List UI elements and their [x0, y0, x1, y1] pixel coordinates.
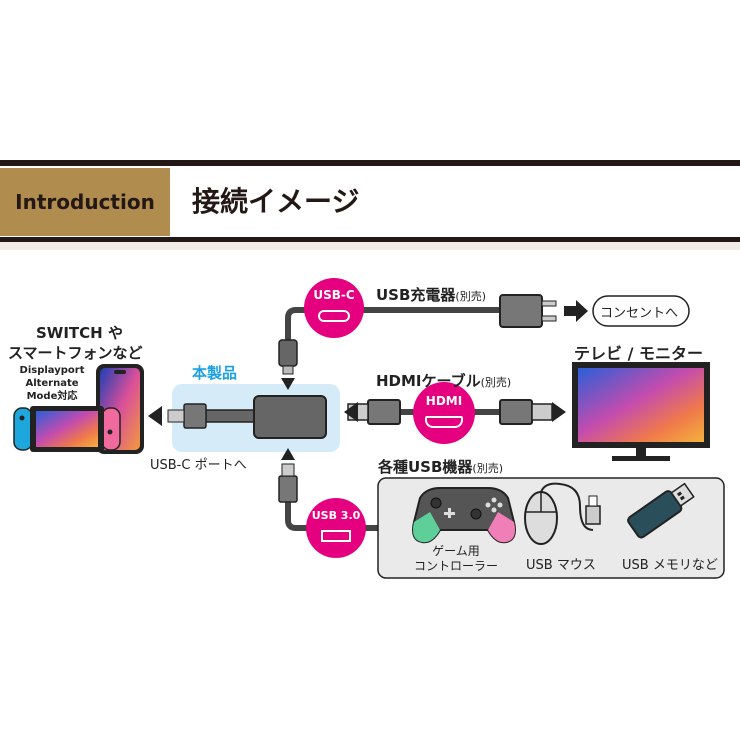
usb-c-badge-text: USB-C [313, 288, 355, 302]
usb3-cable [285, 502, 378, 531]
controller-icon [412, 487, 516, 544]
arrow-to-outlet [564, 300, 588, 322]
usb-c-port-icon [318, 310, 350, 322]
usb-charger-text: USB充電器 [376, 286, 456, 304]
usb-devices-text: 各種USB機器 [378, 458, 473, 476]
charger-prong-2 [541, 315, 557, 322]
usb3-badge-text: USB 3.0 [311, 509, 361, 522]
arrow-to-switch [148, 406, 162, 426]
arrow-hdmi-to-product [344, 402, 358, 422]
product-label: 本製品 [192, 364, 238, 382]
tv-label: テレビ / モニター [574, 344, 703, 363]
arrow-down-to-product [281, 378, 295, 390]
tv-stand-neck [636, 448, 646, 456]
usb3-tip [281, 463, 295, 477]
hdmi-plug-left [367, 399, 401, 425]
product-body [253, 395, 327, 439]
outlet-bubble [592, 295, 690, 327]
dp-alt-line2: Alternate [25, 378, 79, 389]
hdmi-plug-right [499, 399, 533, 425]
arrow-hdmi-to-tv [552, 402, 566, 422]
controller-label: ゲーム用 コントローラー [406, 544, 506, 574]
hdmi-tip-right [531, 403, 553, 421]
dp-alt-line3: Mode対応 [26, 391, 78, 402]
intro-badge-text: Introduction [15, 190, 155, 214]
tv-screen [578, 368, 704, 442]
hdmi-badge-text: HDMI [425, 394, 463, 408]
dp-alt-note: Displayport Alternate Mode対応 [16, 364, 88, 403]
usb-a-port-icon [321, 530, 351, 542]
hdmi-cable-text: HDMIケーブル [376, 372, 481, 390]
product-usbc-plug [183, 403, 207, 429]
hdmi-badge: HDMI [413, 382, 475, 444]
charger-brick [499, 294, 543, 328]
intro-badge: Introduction [0, 168, 170, 236]
charger-prong-1 [541, 300, 557, 307]
header-bottom-rule [0, 237, 740, 243]
hdmi-port-icon [425, 416, 463, 428]
product-cable [205, 409, 255, 423]
header-shadow [0, 242, 740, 250]
usb-c-badge: USB-C [304, 278, 364, 338]
switch-label-line1: SWITCH や [36, 324, 123, 342]
controller-label-line1: ゲーム用 [432, 544, 480, 558]
usb-devices-note: (別売) [472, 462, 504, 475]
usb-charger-note: (別売) [455, 290, 487, 303]
usb-stick-icon [627, 482, 695, 539]
charger-usbc-plug [278, 339, 298, 367]
hdmi-cable-note: (別売) [480, 376, 512, 389]
header-top-rule [0, 160, 740, 166]
switch-icon [13, 406, 121, 452]
switch-label-line2: スマートフォンなど [8, 344, 143, 362]
charger-usbc-tip [282, 365, 294, 375]
dp-alt-line1: Displayport [19, 365, 85, 376]
page-title: 接続イメージ [192, 185, 360, 218]
charger-cable [285, 307, 500, 340]
usb-c-port-label: USB-C ポートへ [150, 458, 247, 473]
usb3-badge: USB 3.0 [306, 498, 366, 558]
tv-stand-base [612, 456, 670, 461]
hdmi-cable-label: HDMIケーブル(別売) [376, 370, 511, 391]
usb-devices-label: 各種USB機器(別売) [378, 456, 503, 477]
controller-label-line2: コントローラー [413, 559, 498, 573]
arrow-up-to-product [281, 448, 295, 460]
product-usbc-tip [167, 409, 185, 423]
outlet-label: コンセントへ [600, 306, 679, 321]
usb3-plug [278, 475, 298, 503]
mouse-icon [524, 482, 601, 545]
usb-charger-label: USB充電器(別売) [376, 284, 486, 305]
usb-stick-label: USB メモリなど [622, 558, 718, 573]
mouse-label: USB マウス [526, 558, 596, 573]
